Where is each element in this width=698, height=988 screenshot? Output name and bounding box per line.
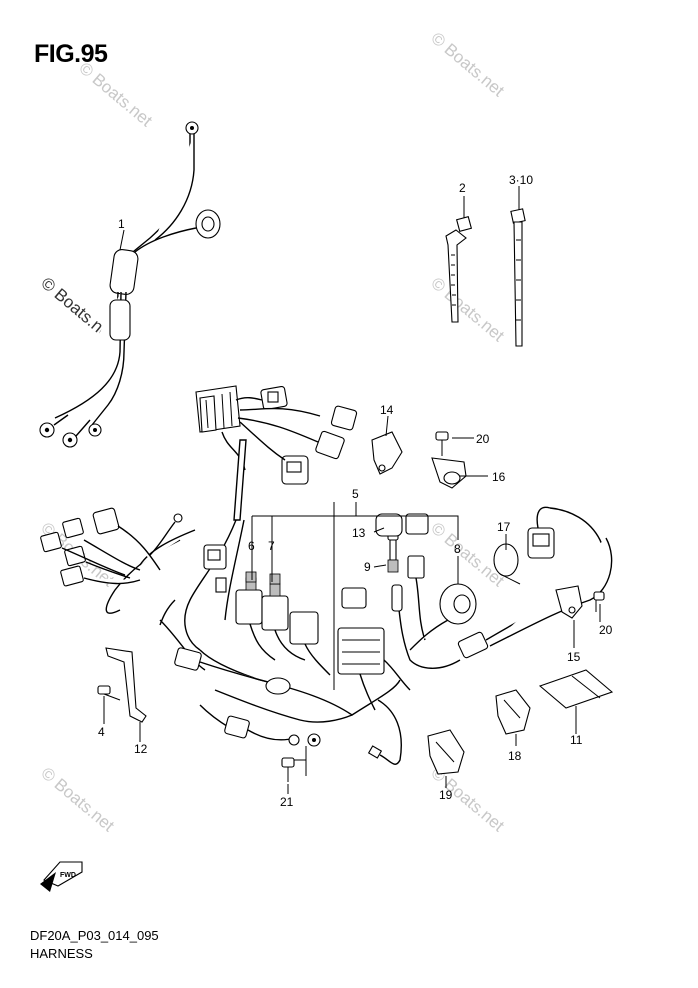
leader-lines xyxy=(103,186,601,794)
watermark: © Boats.net xyxy=(37,764,118,836)
bolt-and-clamp xyxy=(431,431,467,489)
callout-15: 15 xyxy=(567,650,581,664)
watermark: © Boats.net xyxy=(427,274,508,346)
callout-5: 5 xyxy=(352,487,359,501)
callout-16: 16 xyxy=(492,470,506,484)
callout-13: 13 xyxy=(352,526,366,540)
callout-20-top: 20 xyxy=(476,432,490,446)
callout-1: 1 xyxy=(118,217,125,231)
callout-9: 9 xyxy=(364,560,371,574)
callout-8: 8 xyxy=(454,542,461,556)
cable-tie-2 xyxy=(445,215,473,323)
holder-19 xyxy=(427,729,465,775)
bracket-12 xyxy=(97,647,147,723)
callout-19: 19 xyxy=(439,788,453,802)
watermark: © Boats.net xyxy=(427,29,508,101)
holder-18 xyxy=(495,689,531,735)
callout-17: 17 xyxy=(497,520,511,534)
main-harness xyxy=(40,385,613,765)
callout-14: 14 xyxy=(380,403,394,417)
bracket-15 xyxy=(555,585,605,619)
callouts: 1 2 3·10 4 5 6 7 8 9 11 12 13 14 15 16 1… xyxy=(98,173,613,809)
callout-11: 11 xyxy=(570,733,583,747)
bracket-14 xyxy=(371,431,403,475)
callout-2: 2 xyxy=(459,181,466,195)
fwd-arrow: FWD xyxy=(40,861,83,892)
callout-3-10: 3·10 xyxy=(509,173,533,187)
drawing-name: HARNESS xyxy=(30,946,93,961)
callout-6: 6 xyxy=(248,539,255,553)
figure-label: FIG.95 xyxy=(34,40,108,68)
drawing-code: DF20A_P03_014_095 xyxy=(30,928,159,943)
bolt-21 xyxy=(281,757,295,782)
callout-12: 12 xyxy=(134,742,148,756)
cable-tie-3-10 xyxy=(510,208,526,347)
callout-21: 21 xyxy=(280,795,294,809)
callout-20-right: 20 xyxy=(599,623,613,637)
sheet-11 xyxy=(538,669,614,709)
callout-18: 18 xyxy=(508,749,522,763)
callout-4: 4 xyxy=(98,725,105,739)
callout-7: 7 xyxy=(268,539,275,553)
fwd-label: FWD xyxy=(60,872,76,879)
battery-cable xyxy=(39,121,221,448)
watermark: © Boats.net xyxy=(75,59,156,131)
